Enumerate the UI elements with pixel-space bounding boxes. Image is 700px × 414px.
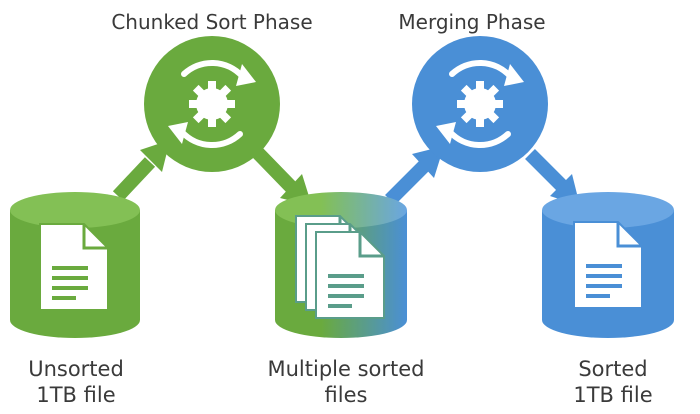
sort-phase-title: Chunked Sort Phase bbox=[111, 10, 313, 34]
merge-phase-circle bbox=[412, 36, 548, 172]
unsorted-label-line1: Unsorted bbox=[28, 357, 124, 381]
merge-phase-title: Merging Phase bbox=[398, 10, 546, 34]
sorted-database bbox=[542, 192, 674, 338]
multiple-label-line2: files bbox=[324, 383, 368, 407]
sorted-label-line2: 1TB file bbox=[573, 383, 653, 407]
sorted-label-line1: Sorted bbox=[578, 357, 648, 381]
multiple-label-line1: Multiple sorted bbox=[267, 357, 425, 381]
document-icon bbox=[572, 220, 644, 310]
unsorted-label-line2: 1TB file bbox=[36, 383, 116, 407]
multiple-sorted-database bbox=[275, 192, 407, 338]
document-icon bbox=[38, 222, 110, 312]
unsorted-database bbox=[10, 192, 140, 338]
sort-phase-circle bbox=[144, 36, 280, 172]
